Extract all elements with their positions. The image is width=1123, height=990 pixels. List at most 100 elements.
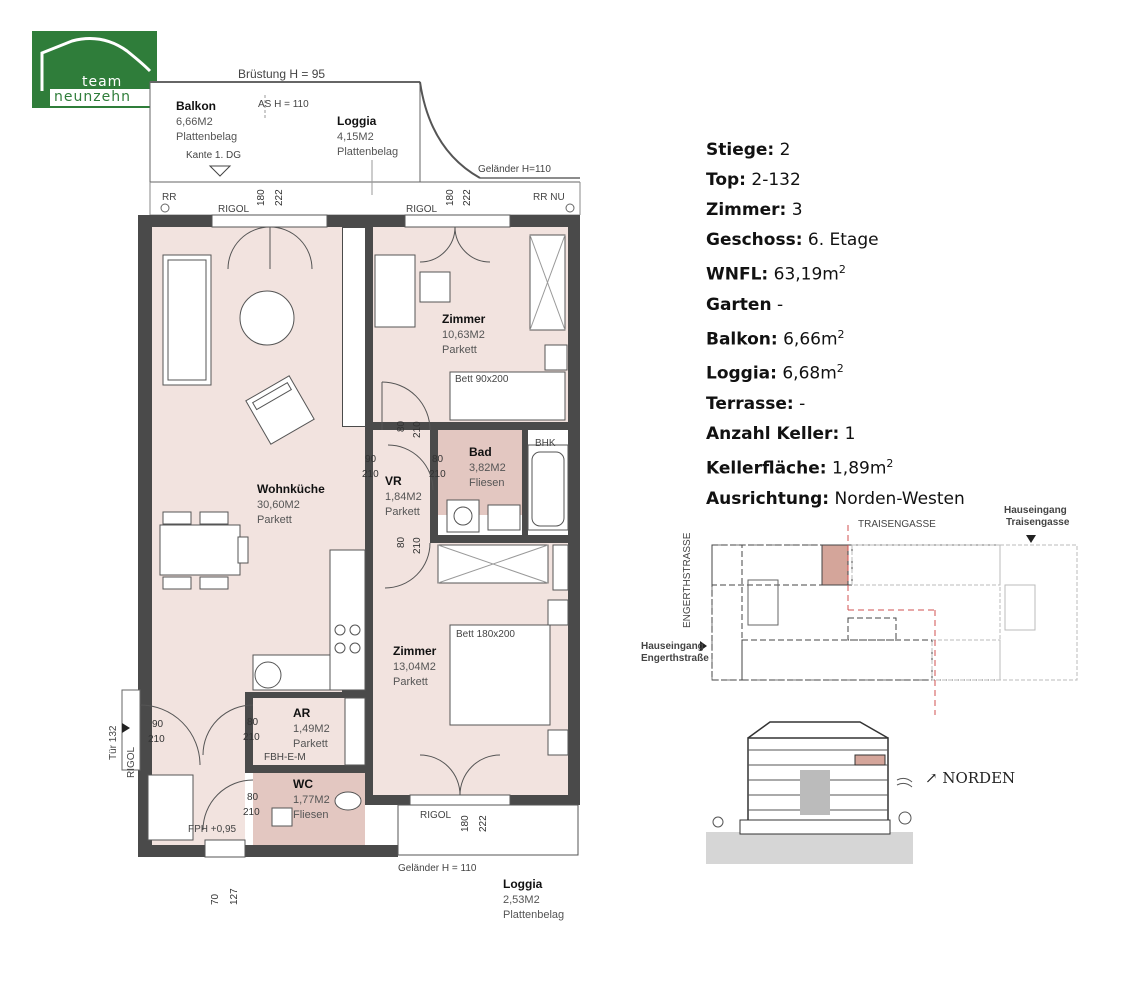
label-rigol-side: RIGOL (126, 746, 137, 778)
info-ausrichtung: Ausrichtung: Norden-Westen (706, 488, 965, 509)
room-loggia-top-name: Loggia (337, 114, 377, 128)
cooktop-icon (334, 624, 361, 654)
room-loggia-bottom-area: 2,53M2 (503, 894, 540, 906)
room-loggia-top-area: 4,15M2 (337, 131, 374, 143)
dim-80-b: 80 (432, 454, 444, 465)
label-tur: Tür 132 (108, 725, 119, 760)
label-rigol-1: RIGOL (218, 204, 250, 215)
label-as-h: AS H = 110 (258, 99, 309, 110)
room-zimmer2-floor: Parkett (393, 676, 428, 688)
label-bett-small: Bett 90x200 (455, 374, 509, 385)
room-loggia-top-floor: Plattenbelag (337, 146, 398, 158)
room-wohnkueche-name: Wohnküche (257, 482, 325, 496)
dim-180-a: 180 (256, 189, 267, 206)
room-bad-floor: Fliesen (469, 477, 504, 489)
dim-90-b: 90 (152, 719, 164, 730)
dim-210-e: 210 (243, 732, 260, 743)
dim-222-a: 222 (274, 189, 285, 206)
room-vr-name: VR (385, 474, 402, 488)
room-loggia-bottom-floor: Plattenbelag (503, 909, 564, 921)
room-ar-floor: Parkett (293, 738, 328, 750)
dim-80-a: 80 (396, 420, 407, 432)
info-kellerflaeche: Kellerfläche: 1,89m2 (706, 456, 894, 479)
wind-icon (896, 777, 913, 788)
brand-logo: team neunzehn (32, 31, 157, 108)
label-brustung: Brüstung H = 95 (238, 67, 325, 81)
dim-210-g: 210 (148, 734, 165, 745)
label-bhk: BHK (535, 438, 556, 449)
info-top: Top: 2-132 (706, 170, 801, 190)
dim-180-c: 180 (460, 815, 471, 832)
room-loggia-bottom-name: Loggia (503, 877, 543, 891)
label-rigol-3: RIGOL (420, 810, 452, 821)
dim-80-c: 80 (396, 536, 407, 548)
room-wc-area: 1,77M2 (293, 794, 330, 806)
dim-90-a: 90 (365, 454, 377, 465)
dim-210-c: 210 (429, 469, 446, 480)
site-entrance-traisen-2: Traisengasse (1006, 517, 1070, 528)
label-rr-left: RR (162, 192, 176, 203)
site-plan (700, 525, 1078, 715)
furniture (147, 234, 579, 856)
dim-80-d: 80 (247, 717, 259, 728)
info-zimmer: Zimmer: 3 (706, 200, 803, 220)
room-ar-name: AR (293, 706, 311, 720)
room-wohnkueche-area: 30,60M2 (257, 499, 300, 511)
info-loggia: Loggia: 6,68m2 (706, 362, 844, 384)
label-gelaender-bottom: Geländer H = 110 (398, 863, 477, 874)
dim-210-b: 210 (362, 469, 379, 480)
label-rigol-2: RIGOL (406, 204, 438, 215)
info-garten: Garten - (706, 294, 784, 315)
dim-80-e: 80 (247, 792, 259, 803)
room-ar-area: 1,49M2 (293, 723, 330, 735)
entrance-arrow-icon (122, 723, 130, 733)
dim-210-a: 210 (412, 421, 423, 438)
site-label-traisengasse: TRAISENGASSE (858, 519, 936, 530)
label-gelaender-top: Geländer H=110 (478, 164, 551, 175)
room-zimmer1-floor: Parkett (442, 344, 477, 356)
room-balkon-area: 6,66M2 (176, 116, 213, 128)
building-section (706, 721, 913, 864)
dim-70: 70 (210, 893, 221, 905)
site-entrance-traisen-1: Hauseingang (1004, 505, 1067, 516)
room-wc-name: WC (293, 777, 313, 791)
room-zimmer2-area: 13,04M2 (393, 661, 436, 673)
door-swings (139, 381, 434, 831)
entrance-engerth-arrow-icon (700, 641, 707, 651)
room-zimmer2-name: Zimmer (393, 644, 437, 658)
room-wohnkueche-floor: Parkett (257, 514, 292, 526)
entrance-traisen-arrow-icon (1026, 535, 1036, 543)
info-stiege: Stiege: 2 (706, 140, 791, 160)
brand-line-2: neunzehn (50, 89, 150, 106)
dim-222-b: 222 (462, 189, 473, 206)
info-wnfl: WNFL: 63,19m2 (706, 263, 846, 285)
label-rr-right: RR NU (533, 192, 565, 203)
room-bad-area: 3,82M2 (469, 462, 506, 474)
room-balkon-name: Balkon (176, 99, 216, 113)
dim-210-d: 210 (412, 537, 423, 554)
site-entrance-engerth-2: Engerthstraße (641, 653, 709, 664)
room-balkon-floor: Plattenbelag (176, 131, 237, 143)
dim-222-c: 222 (478, 815, 489, 832)
info-geschoss: Geschoss: 6. Etage (706, 230, 879, 250)
brand-line-1: team (82, 74, 123, 90)
room-zimmer1-name: Zimmer (442, 312, 486, 326)
info-terrasse: Terrasse: - (706, 393, 806, 414)
room-vr-area: 1,84M2 (385, 491, 422, 503)
north-indicator: ↗ NORDEN (925, 769, 1016, 787)
label-bett-large: Bett 180x200 (456, 629, 515, 640)
room-vr-floor: Parkett (385, 506, 420, 518)
apartment-info: Stiege: 2 Top: 2-132 Zimmer: 3 Geschoss:… (706, 135, 965, 514)
room-bad-name: Bad (469, 445, 492, 459)
dim-180-b: 180 (445, 189, 456, 206)
windows (204, 214, 511, 858)
balcony-area (149, 81, 581, 216)
label-fph: FPH +0,95 (188, 824, 237, 835)
site-entrance-engerth-1: Hauseingang (641, 641, 704, 652)
info-anzahl-keller: Anzahl Keller: 1 (706, 423, 856, 444)
dim-210-f: 210 (243, 807, 260, 818)
info-balkon: Balkon: 6,66m2 (706, 327, 845, 350)
label-kante: Kante 1. DG (186, 150, 241, 161)
room-zimmer1-area: 10,63M2 (442, 329, 485, 341)
